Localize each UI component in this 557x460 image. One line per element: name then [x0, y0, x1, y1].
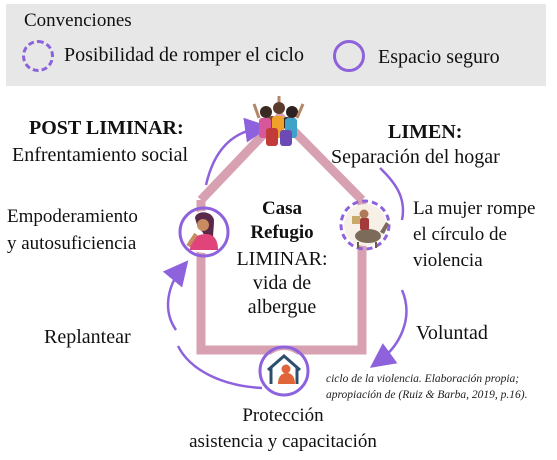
- center-refugio: Refugio: [250, 222, 314, 243]
- legend-title: Convenciones: [24, 10, 132, 31]
- caption-line2: apropiación de (Ruiz & Barba, 2019, p.16…: [326, 389, 528, 401]
- shelter-icon: [258, 345, 310, 397]
- rompe-line3: violencia: [413, 250, 483, 271]
- dashed-circle-icon: [22, 40, 54, 72]
- rompe-line1: La mujer rompe: [413, 198, 536, 219]
- caption-line1: ciclo de la violencia. Elaboración propi…: [326, 373, 520, 385]
- replantear-label: Replantear: [44, 326, 131, 348]
- post-liminar-title: POST LIMINAR:: [29, 117, 184, 139]
- legend-dashed-label: Posibilidad de romper el ciclo: [64, 44, 304, 66]
- center-casa: Casa: [261, 198, 303, 219]
- figure-caption: ciclo de la violencia. Elaboración propi…: [326, 371, 556, 403]
- limen-subtitle: Separación del hogar: [331, 146, 500, 168]
- empoderamiento-line2: y autosuficiencia: [7, 233, 137, 254]
- arrow-right-down: [379, 167, 405, 221]
- proteccion-line2: asistencia y capacitación: [189, 431, 377, 452]
- arrow-left-up: [162, 260, 189, 331]
- limen-title: LIMEN:: [388, 121, 463, 143]
- crowd-icon: [252, 96, 305, 146]
- proteccion-line1: Protección: [242, 405, 324, 426]
- legend-solid-label: Espacio seguro: [378, 46, 500, 68]
- woman-icon: [178, 206, 230, 258]
- empoderamiento-line1: Empoderamiento: [7, 206, 138, 227]
- cycle-arrows: [162, 117, 408, 390]
- legend: Convenciones: [6, 4, 546, 86]
- post-liminar-subtitle: Enfrentamiento social: [12, 144, 189, 166]
- center-albergue: albergue: [247, 296, 317, 318]
- solid-circle-icon: [333, 40, 365, 72]
- arrow-bottom-left: [176, 345, 263, 390]
- arrow-bottom-right: [369, 289, 408, 368]
- donkey-rider-icon: [339, 199, 391, 251]
- center-vida-de: vida de: [252, 272, 312, 294]
- arrow-top-left: [204, 117, 270, 186]
- voluntad-label: Voluntad: [416, 322, 488, 344]
- rompe-line2: el círculo de: [413, 224, 507, 245]
- center-liminar: LIMINAR:: [236, 248, 328, 270]
